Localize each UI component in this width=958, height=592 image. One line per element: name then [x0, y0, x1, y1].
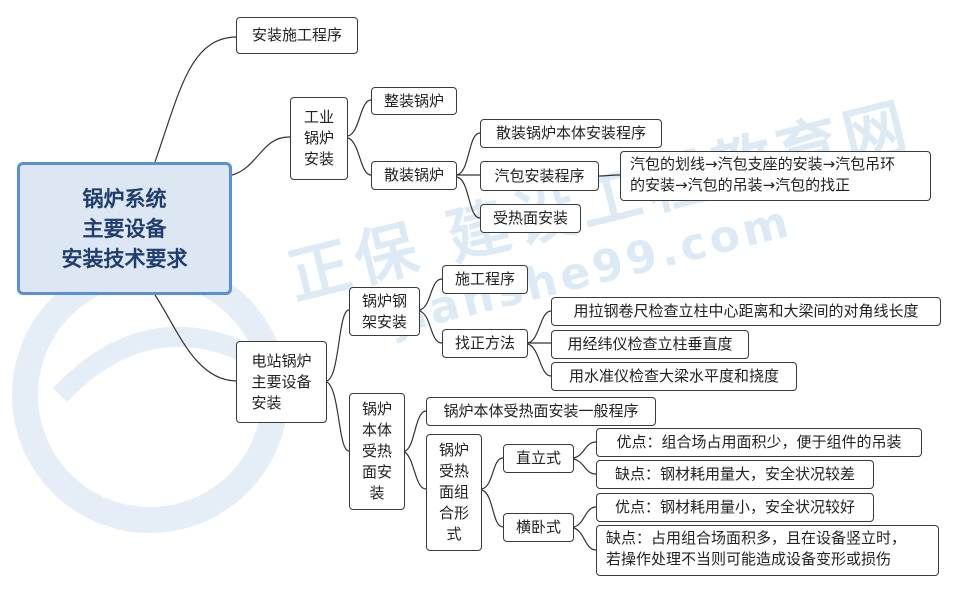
horizontal-advantage[interactable]: 优点：钢材耗用量小，安全状况较好: [596, 493, 874, 522]
topic-boiler-heating-surface[interactable]: 锅炉 本体 受热 面安 装: [349, 393, 405, 510]
topic-vertical-type[interactable]: 直立式: [503, 444, 574, 473]
topic-horizontal-type[interactable]: 横卧式: [503, 513, 574, 542]
topic-alignment-method[interactable]: 找正方法: [442, 329, 528, 358]
root-topic[interactable]: 锅炉系统 主要设备 安装技术要求: [17, 162, 232, 295]
topic-boiler-body-procedure[interactable]: 散装锅炉本体安装程序: [480, 119, 662, 148]
method-steel-tape[interactable]: 用拉钢卷尺检查立柱中心距离和大梁间的对角线长度: [551, 297, 941, 326]
method-theodolite[interactable]: 用经纬仪检查立柱垂直度: [551, 330, 749, 359]
root-line-2: 主要设备: [82, 216, 167, 241]
topic-installation-procedure[interactable]: 安装施工程序: [236, 17, 358, 54]
topic-combination-form[interactable]: 锅炉 受热 面组 合形 式: [426, 434, 482, 551]
horizontal-disadvantage[interactable]: 缺点：占用组合场面积多，且在设备竖立时， 若操作处理不当则可能造成设备变形或损伤: [596, 525, 939, 576]
topic-field-erected-boiler[interactable]: 散装锅炉: [371, 161, 457, 190]
root-line-1: 锅炉系统: [82, 186, 167, 211]
topic-packaged-boiler[interactable]: 整装锅炉: [371, 87, 457, 115]
note-drum-steps[interactable]: 汽包的划线→汽包支座的安装→汽包吊环 的安装→汽包的吊装→汽包的找正: [620, 151, 931, 201]
method-level[interactable]: 用水准仪检查大梁水平度和挠度: [551, 362, 797, 391]
topic-heating-surface[interactable]: 受热面安装: [480, 204, 581, 233]
root-line-3: 安装技术要求: [61, 246, 188, 271]
topic-drum-procedure[interactable]: 汽包安装程序: [480, 161, 599, 191]
topic-power-station-boiler[interactable]: 电站锅炉 主要设备 安装: [236, 341, 327, 423]
vertical-disadvantage[interactable]: 缺点：钢材耗用量大，安全状况较差: [596, 460, 874, 489]
topic-industrial-boiler[interactable]: 工业 锅炉 安装: [290, 97, 348, 180]
topic-general-procedure[interactable]: 锅炉本体受热面安装一般程序: [426, 397, 656, 426]
topic-steel-frame[interactable]: 锅炉钢 架安装: [349, 287, 420, 336]
vertical-advantage[interactable]: 优点：组合场占用面积少，便于组件的吊装: [596, 428, 922, 457]
topic-construction-procedure[interactable]: 施工程序: [442, 265, 528, 294]
